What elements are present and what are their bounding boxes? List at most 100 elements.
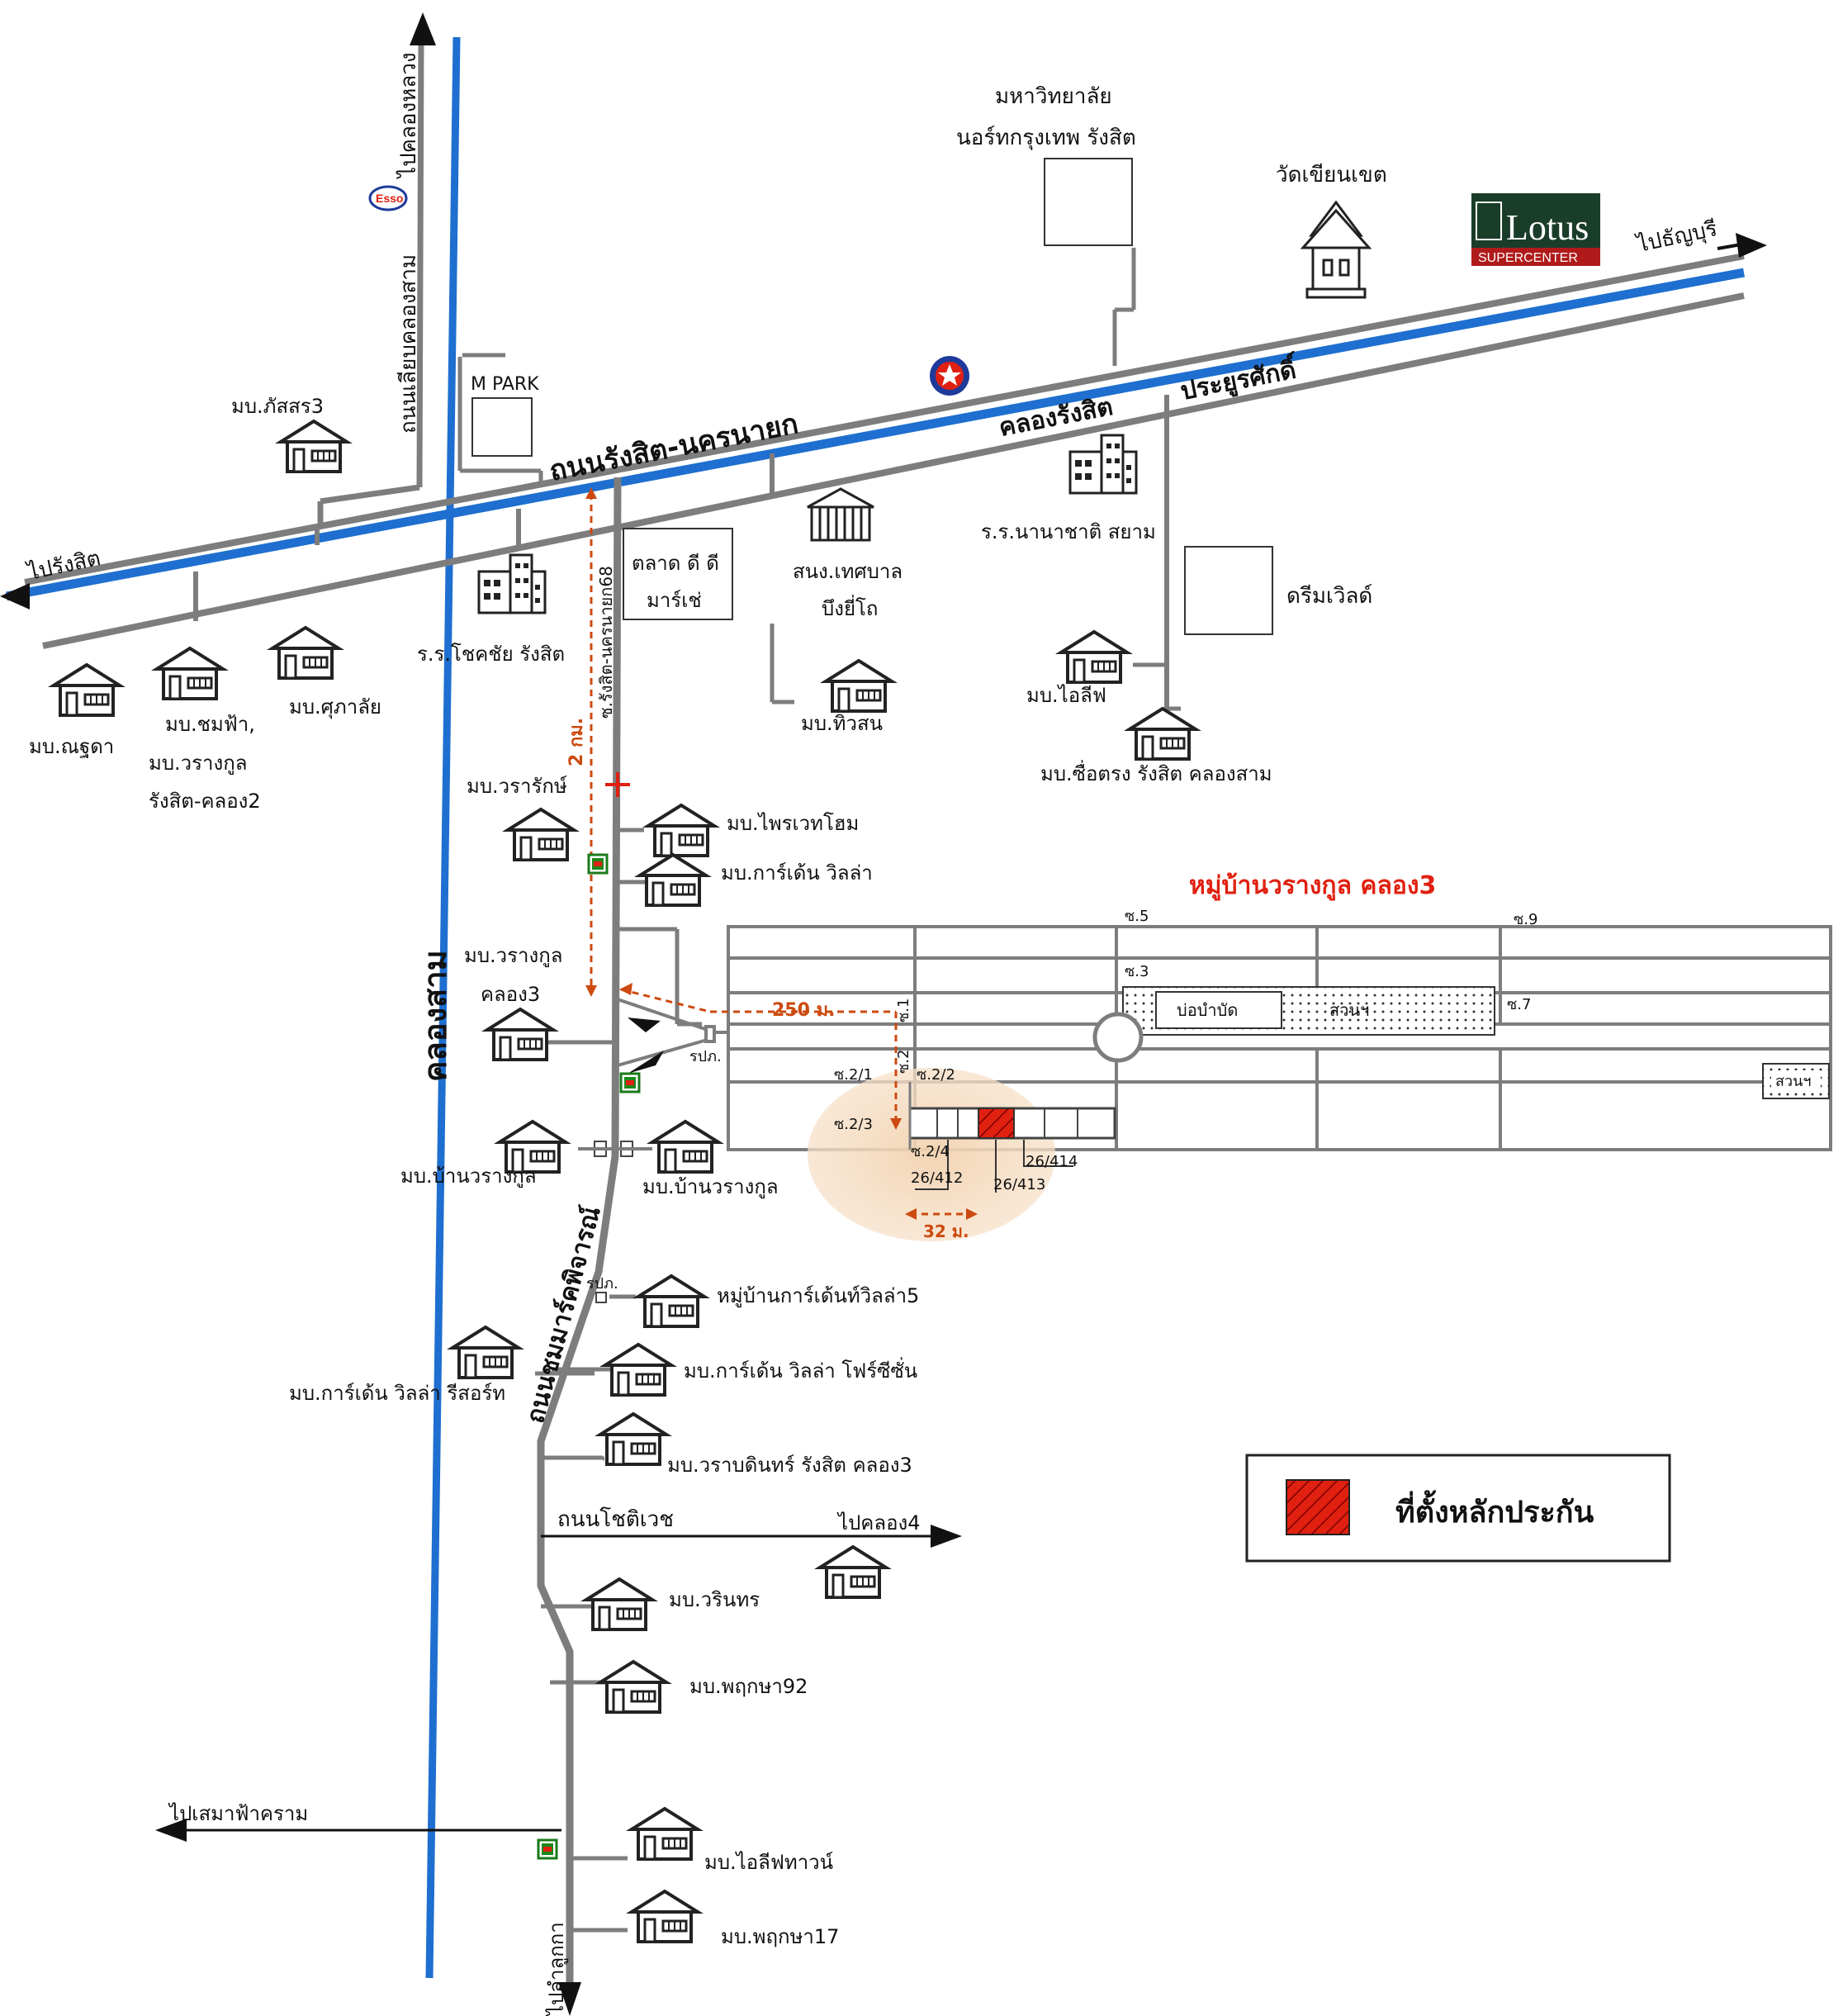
- label-soi7: ซ.7: [1507, 996, 1531, 1013]
- label-lot-412: 26/412: [911, 1169, 963, 1187]
- legend-swatch: [1286, 1479, 1350, 1535]
- village-icon-nanthida: [52, 663, 121, 717]
- dreamworld-box: [1184, 546, 1273, 635]
- bypass-road: [317, 12, 543, 529]
- label-garden-villa5: หมู่บ้านการ์เด้นท์วิลล่า5: [717, 1284, 919, 1308]
- label-warinthorn: มบ.วรินทร: [669, 1588, 760, 1611]
- market-box: [623, 528, 733, 620]
- roundabout: [1092, 1012, 1144, 1063]
- label-ilife-town: มบ.ไอลีฟทาวน์: [704, 1851, 833, 1874]
- label-ilife: มบ.ไอลีฟ: [1026, 684, 1106, 707]
- label-praiwet: มบ.ไพรเวทโฮม: [727, 812, 859, 835]
- lotus-logo-subtext: SUPERCENTER: [1478, 251, 1578, 265]
- collateral-plot: [978, 1108, 1015, 1139]
- side-roads: [193, 248, 1181, 711]
- label-warangkun-k3-1: มบ.วรางกูล: [464, 944, 562, 968]
- distance-markers: [590, 493, 973, 1216]
- label-soi-68: ซ.รังสิต-นครนายก68: [596, 566, 616, 719]
- convenience-store-icon-2: [619, 1072, 641, 1093]
- rangsit-nakhonnayok-road: [0, 233, 1767, 649]
- intersection-cross-icon: [605, 772, 630, 797]
- label-pasara3: มบ.ภัสสร3: [231, 395, 324, 418]
- label-soi5: ซ.5: [1125, 908, 1149, 925]
- label-market-2: มาร์เช่: [647, 589, 702, 612]
- esso-logo: [368, 185, 408, 211]
- label-soi3: ซ.3: [1125, 963, 1149, 980]
- convenience-store-icon-3: [537, 1838, 558, 1860]
- guard-post-1: [578, 1141, 652, 1157]
- label-warangkun-k3-2: คลอง3: [481, 983, 540, 1006]
- label-dreamworld: ดรีมเวิลด์: [1286, 584, 1372, 609]
- label-dist-2km: 2 กม.: [566, 718, 587, 766]
- label-supalai: มบ.ศุภาลัย: [289, 695, 381, 719]
- label-mpark: M PARK: [471, 374, 539, 395]
- label-khlong-sam: คลองสาม: [417, 950, 453, 1082]
- label-soi2-1: ซ.2/1: [834, 1066, 873, 1084]
- label-wararak: มบ.วรารักษ์: [467, 775, 567, 798]
- label-park1: สวนฯ: [1329, 1000, 1369, 1020]
- village-icon-praiwet: [647, 804, 716, 857]
- label-pruksa17: มบ.พฤกษา17: [721, 1925, 839, 1948]
- label-thiwason: มบ.ทิวสน: [801, 712, 883, 735]
- village-icon-waraburin: [599, 1412, 668, 1466]
- label-nanthida: มบ.ณฐดา: [29, 735, 114, 758]
- label-park2: สวนฯ: [1775, 1073, 1812, 1090]
- arrow-samaefa-icon: [155, 1819, 187, 1842]
- convenience-store-icon: [587, 853, 609, 875]
- label-ban-warangkun-left: มบ.บ้านวรางกูล: [400, 1165, 537, 1188]
- village-icon-ilife-town: [630, 1807, 699, 1861]
- university-box: [1044, 158, 1133, 246]
- market-frontage: [615, 927, 702, 1027]
- pond-box: [1155, 991, 1282, 1029]
- samaefa-road: [155, 1819, 561, 1842]
- guard-post-2: [595, 1292, 607, 1303]
- lotus-supercenter-logo: [1471, 193, 1600, 266]
- label-pruksa92: มบ.พฤกษา92: [689, 1675, 808, 1698]
- estate-entrance: [617, 998, 728, 1067]
- label-to-thanyaburi: ไปธัญบุรี: [1633, 216, 1719, 258]
- village-icon-suetrong: [1128, 707, 1197, 761]
- label-to-khlong4: ไปคลอง4: [836, 1511, 920, 1535]
- label-bypass-road: ถนนเลียบคลองสาม: [396, 254, 421, 434]
- label-municipal-1: สนง.เทศบาล: [793, 560, 903, 583]
- estate-title: หมู่บ้านวรางกูล คลอง3: [1189, 871, 1436, 901]
- label-garden-villa-resort: มบ.การ์เด้น วิลล่า รีสอร์ท: [289, 1382, 505, 1405]
- village-icon-ban-warangkun-right: [651, 1120, 720, 1174]
- label-to-lamlukka: ไปลำลูกกา: [545, 1922, 569, 2016]
- esso-logo-text: Esso: [376, 192, 403, 205]
- village-icon-pasara3: [279, 420, 348, 473]
- village-icon-garden-villa-fourseason: [604, 1343, 673, 1397]
- khlong-sam-canal: [425, 36, 461, 1979]
- arrow-khlong-luang-icon: [410, 12, 436, 45]
- label-waraburin: มบ.วราบดินทร์ รังสิต คลอง3: [667, 1454, 912, 1477]
- label-pond: บ่อบำบัด: [1177, 1000, 1238, 1020]
- label-soi2-3: ซ.2/3: [834, 1116, 873, 1133]
- municipal-building-icon: [807, 487, 874, 542]
- village-icon-garden-villa-resort: [451, 1326, 520, 1379]
- arrow-khlong4-icon: [931, 1525, 962, 1548]
- label-university-2: นอร์ทกรุงเทพ รังสิต: [956, 126, 1136, 150]
- village-icon-thiwason: [824, 659, 893, 713]
- chokchai-school-icon: [477, 553, 547, 614]
- intl-school-icon: [1068, 434, 1138, 495]
- village-icon-chomfa: [155, 647, 225, 700]
- chotiwet-road: [541, 1525, 962, 1548]
- label-to-samaefa: ไปเสมาฟ้าคราม: [168, 1802, 308, 1825]
- village-icon-garden-villa: [638, 853, 708, 907]
- label-university-1: มหาวิทยาลัย: [995, 84, 1112, 109]
- village-icon-garden-villa5: [637, 1274, 706, 1328]
- village-icon-pruksa17: [630, 1890, 699, 1943]
- plot-row: [908, 1082, 1116, 1193]
- label-intl-school: ร.ร.นานาชาติ สยาม: [981, 520, 1156, 543]
- caltex-station-icon: [930, 356, 969, 396]
- village-icon-supalai: [271, 626, 340, 680]
- label-chomat-road: ถนนชมมาร์คพิจารณ์: [521, 1203, 607, 1426]
- label-municipal-2: บึงยี่โถ: [822, 595, 878, 620]
- label-garden-villa-fourseason: มบ.การ์เด้น วิลล่า โฟร์ซีซั่น: [684, 1357, 917, 1383]
- legend: [1245, 1454, 1671, 1563]
- village-icon-wararak: [506, 808, 576, 861]
- label-soi9: ซ.9: [1514, 911, 1537, 928]
- label-soi2: ซ.2: [895, 1050, 912, 1074]
- arrow-rangsit-icon: [0, 583, 30, 610]
- label-dist-32m: 32 ม.: [923, 1221, 969, 1241]
